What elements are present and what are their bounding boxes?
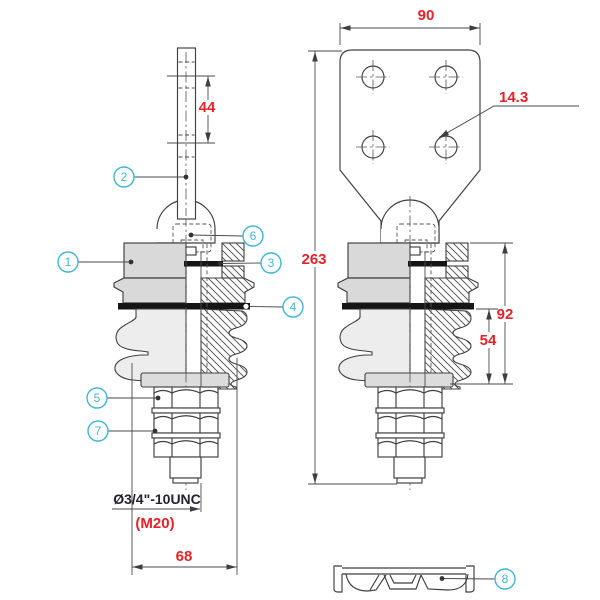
dim-14-3-label: 14.3 <box>499 89 528 106</box>
callout-5-marker <box>86 387 108 409</box>
insulator-sheds <box>114 308 187 382</box>
dim-68-label: 68 <box>176 548 193 565</box>
terminal-stud <box>176 47 197 220</box>
callout-2-label: 2 <box>121 170 128 184</box>
right-view: 90 14.3 263 92 54 <box>298 7 579 491</box>
callouts-left: 2 1 3 4 6 5 7 <box>57 166 304 442</box>
thread-spec-label: Ø3/4"-10UNC <box>113 491 201 507</box>
insulator-section <box>200 308 248 390</box>
callout-1-label: 1 <box>65 255 72 269</box>
hidden-clamp-detail <box>172 223 212 253</box>
gasket-band <box>118 303 250 310</box>
dim-pad-width: 90 <box>339 7 481 45</box>
hex-nut-stack <box>151 386 221 458</box>
dim-44-label: 44 <box>199 99 216 116</box>
dim-stud-thread-length: 44 <box>167 75 217 144</box>
callout-3-label: 3 <box>268 256 275 270</box>
callout-4-marker <box>282 296 304 318</box>
gasket-side-view: 8 <box>333 565 516 593</box>
thread-stud-end <box>169 456 202 479</box>
dim-body-height: 92 <box>450 242 517 385</box>
callout-5-label: 5 <box>94 391 101 405</box>
callout-6-label: 6 <box>250 229 257 243</box>
callout-2-marker <box>113 166 135 188</box>
dim-54-label: 54 <box>480 332 497 349</box>
left-view: 44 Ø3/4"-10UNC (M20) 68 2 1 3 4 <box>57 47 304 575</box>
dim-263-label: 263 <box>301 251 326 268</box>
callout-8-label: 8 <box>502 572 509 586</box>
dim-90-label: 90 <box>418 7 435 24</box>
callout-7-label: 7 <box>95 424 102 438</box>
clamp-flange <box>123 242 187 279</box>
callout-1-marker <box>57 251 79 273</box>
dim-92-label: 92 <box>497 306 514 323</box>
callout-8-marker <box>494 568 516 590</box>
callout-6-marker <box>242 225 264 247</box>
inner-seal-band <box>184 261 223 267</box>
callout-3-marker <box>260 252 282 274</box>
callout-4-label: 4 <box>290 300 297 314</box>
thread-metric-label: (M20) <box>135 515 174 532</box>
base-ring <box>140 372 230 388</box>
dim-base-width: Ø3/4"-10UNC (M20) 68 <box>112 358 238 575</box>
dim-insulator-height: 54 <box>476 308 500 384</box>
pad-holes <box>356 60 463 164</box>
dim-hole-diameter: 14.3 <box>438 89 579 138</box>
dim-overall-height: 263 <box>298 50 397 485</box>
callout-7-marker <box>87 420 109 442</box>
